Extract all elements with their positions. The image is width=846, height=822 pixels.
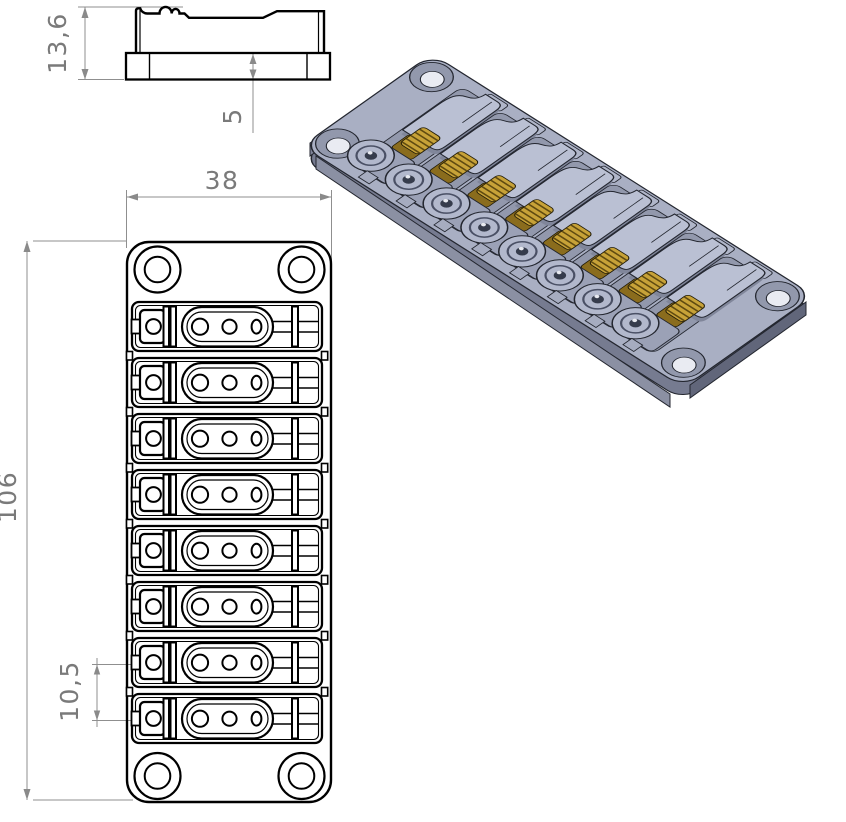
saddle-rows <box>125 300 329 745</box>
top-view <box>125 240 333 804</box>
plate-front-face <box>315 155 671 408</box>
dimensions: 13,6 5 38 106 <box>0 6 332 801</box>
dim-text-total-height: 13,6 <box>43 12 72 74</box>
dim-text-base-thickness: 5 <box>218 107 247 124</box>
isometric-view <box>305 55 809 408</box>
mounting-hole <box>133 245 182 294</box>
plate-end-face <box>689 301 807 399</box>
side-view-baseplate <box>124 51 332 81</box>
dim-string-spacing: 10,5 <box>55 658 152 727</box>
mounting-hole <box>277 245 326 294</box>
mounting-hole <box>133 751 182 801</box>
dim-text-width: 38 <box>205 166 240 195</box>
dim-length: 106 <box>0 240 133 801</box>
dim-text-length: 106 <box>0 471 22 523</box>
dim-base-thickness: 5 <box>218 53 257 133</box>
dim-total-height: 13,6 <box>43 6 183 80</box>
dim-text-string-spacing: 10,5 <box>55 660 84 722</box>
side-view <box>124 5 332 81</box>
mounting-hole <box>277 751 326 801</box>
